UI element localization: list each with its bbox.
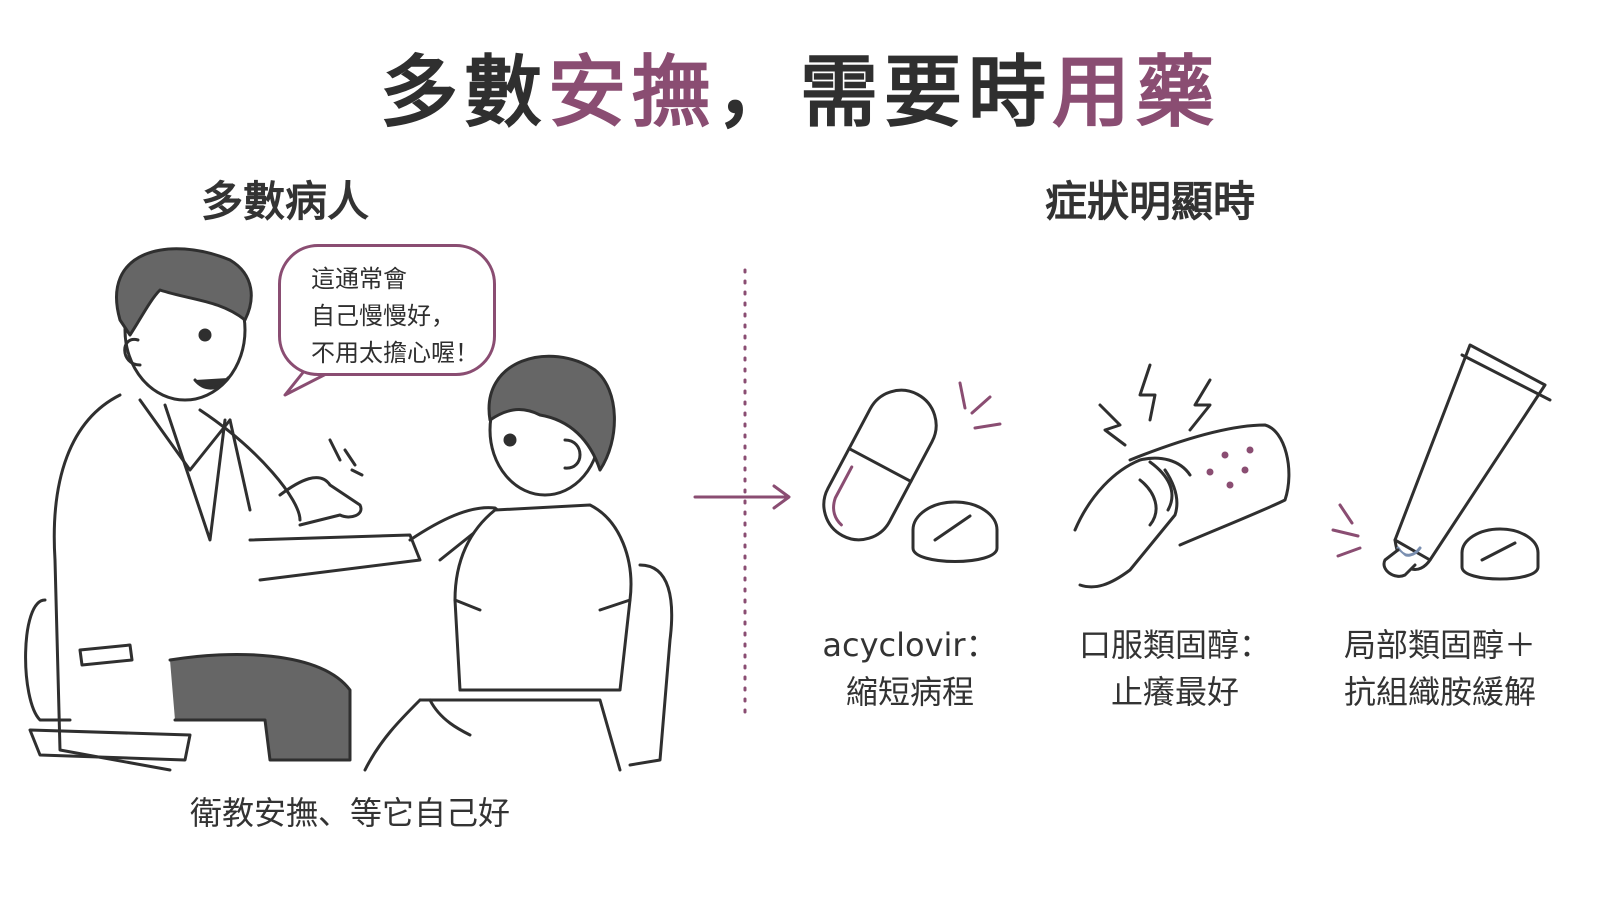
caption-acyclovir-line2: 縮短病程 bbox=[845, 673, 974, 711]
left-heading: 多數病人 bbox=[200, 177, 369, 226]
title-accent-1: 安撫 bbox=[547, 48, 716, 138]
right-arrow-icon bbox=[693, 484, 791, 510]
title-part-2: ，需要時 bbox=[716, 48, 1053, 138]
caption-topical-steroid: 局部類固醇＋ 抗組織胺緩解 bbox=[1290, 622, 1590, 716]
right-heading: 症狀明顯時 bbox=[1044, 177, 1255, 226]
caption-topical-steroid-line2: 抗組織胺緩解 bbox=[1343, 673, 1536, 711]
caption-acyclovir-line1: acyclovir： bbox=[822, 626, 998, 664]
left-caption: 衛教安撫、等它自己好 bbox=[189, 794, 510, 832]
caption-acyclovir: acyclovir： 縮短病程 bbox=[760, 622, 1060, 716]
pill-capsule-icon bbox=[822, 381, 1002, 563]
itchy-arm-icon bbox=[1073, 363, 1291, 589]
ointment-tube-icon bbox=[1331, 343, 1552, 581]
caption-oral-steroid: 口服類固醇： 止癢最好 bbox=[1025, 622, 1325, 716]
caption-oral-steroid-line1: 口服類固醇： bbox=[1078, 626, 1271, 664]
speech-bubble: 這通常會 自己慢慢好， 不用太擔心喔！ bbox=[278, 244, 496, 376]
title-part-1: 多數 bbox=[379, 48, 548, 138]
speech-line-2: 自己慢慢好， bbox=[311, 302, 455, 330]
speech-line-1: 這通常會 bbox=[311, 265, 407, 293]
page-title: 多數安撫，需要時用藥 bbox=[0, 30, 1600, 142]
caption-topical-steroid-line1: 局部類固醇＋ bbox=[1343, 626, 1536, 664]
speech-line-3: 不用太擔心喔！ bbox=[311, 339, 479, 367]
doctor-coat bbox=[52, 393, 172, 772]
caption-oral-steroid-line2: 止癢最好 bbox=[1110, 673, 1239, 711]
title-accent-2: 用藥 bbox=[1052, 48, 1221, 138]
